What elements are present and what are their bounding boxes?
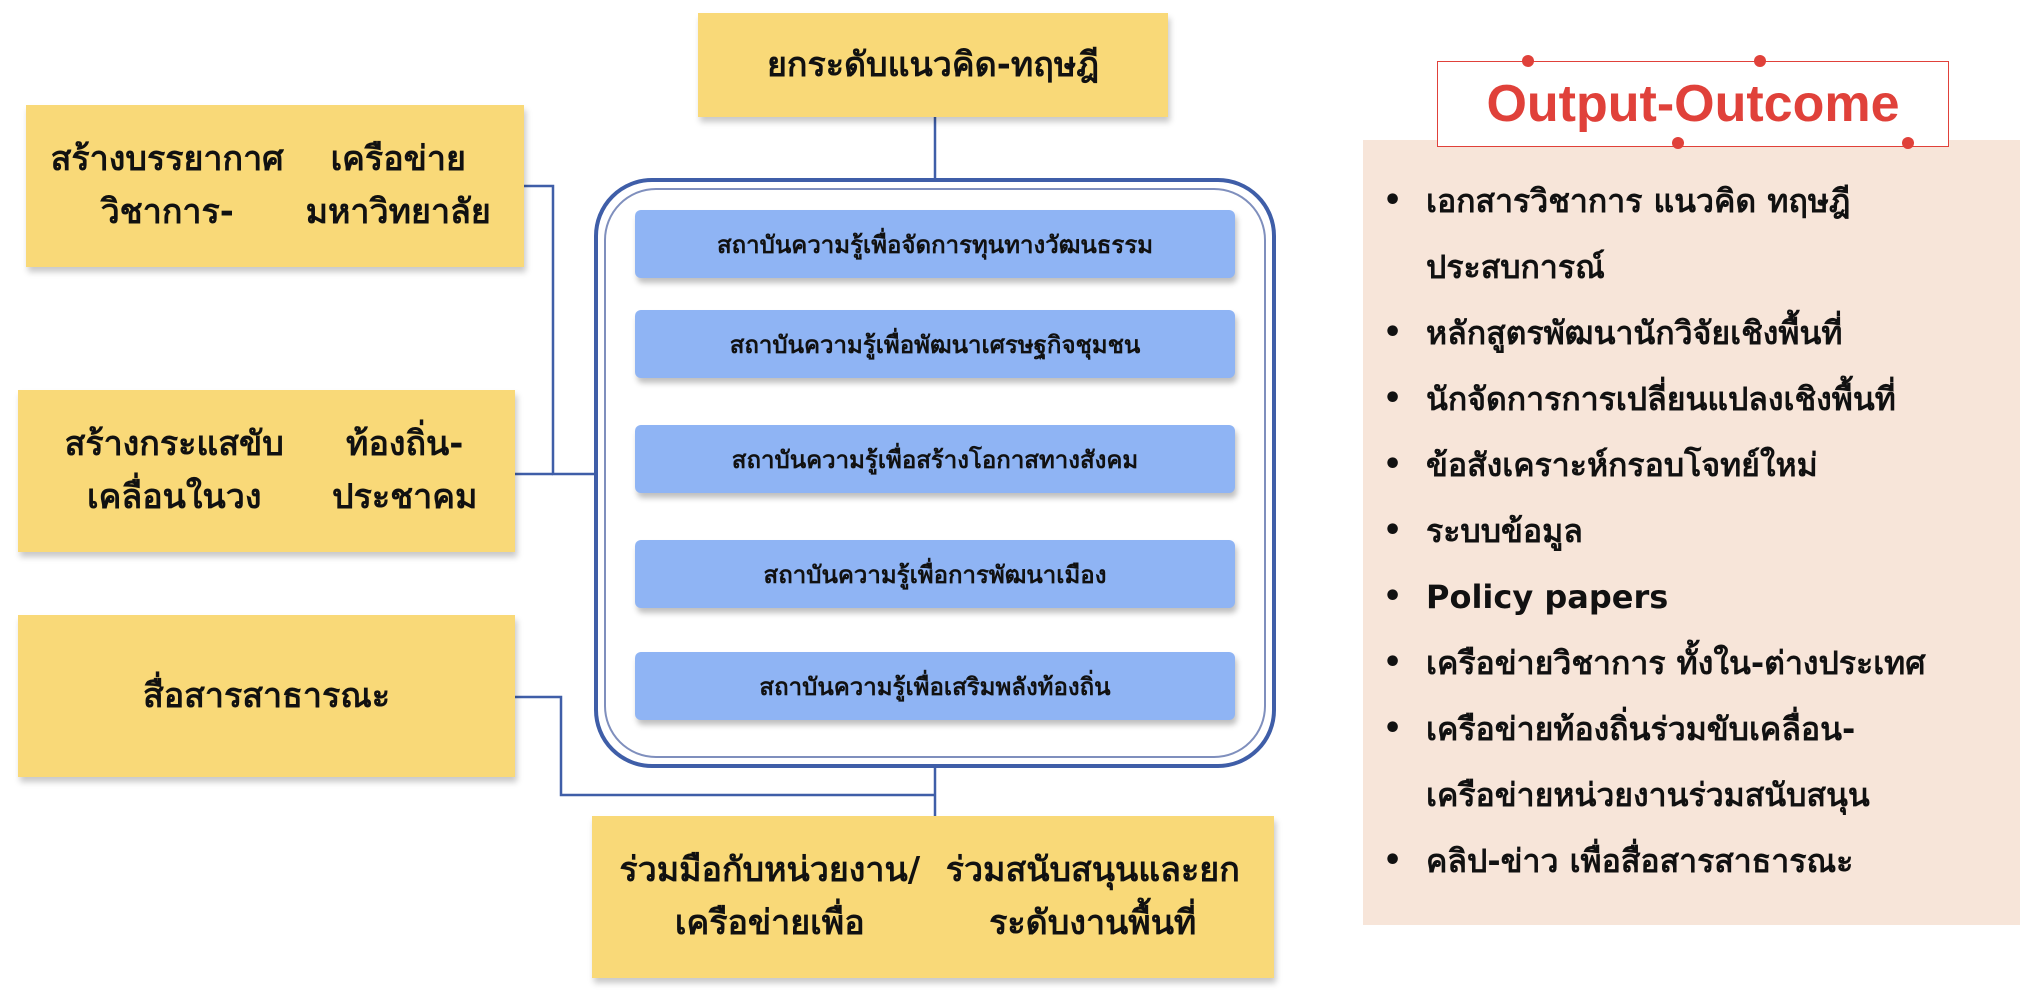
list-item-line-1: ข้อสังเคราะห์กรอบโจทย์ใหม่ [1426, 446, 1818, 484]
local-movement-line-1: สร้างกระแสขับเคลื่อนในวง [64, 424, 284, 517]
bullet-icon: • [1383, 579, 1403, 614]
list-item: • คลิป-ข่าว เพื่อสื่อสารสาธารณะ [1380, 828, 2000, 894]
bullet-icon: • [1383, 183, 1403, 218]
list-item-line-1: เอกสารวิชาการ แนวคิด ทฤษฎี [1426, 182, 1851, 220]
list-item-line-1: คลิป-ข่าว เพื่อสื่อสารสาธารณะ [1426, 842, 1854, 880]
bullet-icon: • [1383, 315, 1403, 350]
collaboration-box: ร่วมมือกับหน่วยงาน/เครือข่ายเพื่อ ร่วมสน… [592, 816, 1274, 978]
output-outcome-list: • เอกสารวิชาการ แนวคิด ทฤษฎี ประสบการณ์ … [1380, 168, 2000, 894]
collaboration-line-1: ร่วมมือกับหน่วยงาน/เครือข่ายเพื่อ [619, 850, 921, 943]
list-item-line-1: นักจัดการการเปลี่ยนแปลงเชิงพื้นที่ [1426, 380, 1896, 418]
list-item: • ระบบข้อมูล [1380, 498, 2000, 564]
institute-cultural-capital: สถาบันความรู้เพื่อจัดการทุนทางวัฒนธรรม [635, 210, 1235, 278]
output-outcome-title: Output-Outcome [1486, 75, 1900, 133]
list-item-line-2: ประสบการณ์ [1426, 248, 1605, 286]
connector-left-lower [515, 695, 935, 797]
public-communication-box: สื่อสารสาธารณะ [18, 615, 515, 777]
list-item: • นักจัดการการเปลี่ยนแปลงเชิงพื้นที่ [1380, 366, 2000, 432]
list-item: • หลักสูตรพัฒนานักวิจัยเชิงพื้นที่ [1380, 300, 2000, 366]
output-outcome-panel [1363, 140, 2020, 925]
list-item: • เครือข่ายท้องถิ่นร่วมขับเคลื่อน- เครือ… [1380, 696, 2000, 828]
bullet-icon: • [1383, 843, 1403, 878]
academic-network-line-1: สร้างบรรยากาศวิชาการ- [50, 139, 284, 232]
decor-dot [1522, 55, 1534, 67]
concept-theory-box: ยกระดับแนวคิด-ทฤษฎี [698, 13, 1168, 117]
list-item-line-2: เครือข่ายหน่วยงานร่วมสนับสนุน [1426, 776, 1870, 814]
list-item-line-1: หลักสูตรพัฒนานักวิจัยเชิงพื้นที่ [1426, 314, 1843, 352]
list-item: • ข้อสังเคราะห์กรอบโจทย์ใหม่ [1380, 432, 2000, 498]
output-outcome-title-frame: Output-Outcome [1437, 55, 1949, 149]
list-item-line-1: Policy papers [1426, 578, 1669, 616]
institute-urban-development: สถาบันความรู้เพื่อการพัฒนาเมือง [635, 540, 1235, 608]
list-item-line-1: เครือข่ายวิชาการ ทั้งใน-ต่างประเทศ [1426, 644, 1926, 682]
bullet-icon: • [1383, 711, 1403, 746]
institute-community-economy: สถาบันความรู้เพื่อพัฒนาเศรษฐกิจชุมชน [635, 310, 1235, 378]
list-item: • Policy papers [1380, 564, 2000, 630]
academic-network-box: สร้างบรรยากาศวิชาการ- เครือข่ายมหาวิทยาล… [26, 105, 524, 267]
decor-dot [1672, 137, 1684, 149]
concept-theory-label: ยกระดับแนวคิด-ทฤษฎี [766, 44, 1100, 85]
list-item: • เอกสารวิชาการ แนวคิด ทฤษฎี ประสบการณ์ [1380, 168, 2000, 300]
bullet-icon: • [1383, 381, 1403, 416]
collaboration-line-2: ร่วมสนับสนุนและยกระดับงานพื้นที่ [945, 850, 1240, 943]
bullet-icon: • [1383, 447, 1403, 482]
institute-local-empowerment: สถาบันความรู้เพื่อเสริมพลังท้องถิ่น [635, 652, 1235, 720]
public-communication-label: สื่อสารสาธารณะ [142, 675, 391, 716]
decor-dot [1902, 137, 1914, 149]
connector-left-bracket [524, 184, 594, 476]
local-movement-box: สร้างกระแสขับเคลื่อนในวง ท้องถิ่น-ประชาค… [18, 390, 515, 552]
bullet-icon: • [1383, 513, 1403, 548]
list-item-line-1: เครือข่ายท้องถิ่นร่วมขับเคลื่อน- [1426, 710, 1856, 748]
list-item-line-1: ระบบข้อมูล [1426, 512, 1583, 550]
bullet-icon: • [1383, 645, 1403, 680]
academic-network-line-2: เครือข่ายมหาวิทยาลัย [305, 139, 491, 232]
list-item: • เครือข่ายวิชาการ ทั้งใน-ต่างประเทศ [1380, 630, 2000, 696]
local-movement-line-2: ท้องถิ่น-ประชาคม [332, 424, 478, 517]
institute-social-opportunity: สถาบันความรู้เพื่อสร้างโอกาสทางสังคม [635, 425, 1235, 493]
decor-dot [1754, 55, 1766, 67]
